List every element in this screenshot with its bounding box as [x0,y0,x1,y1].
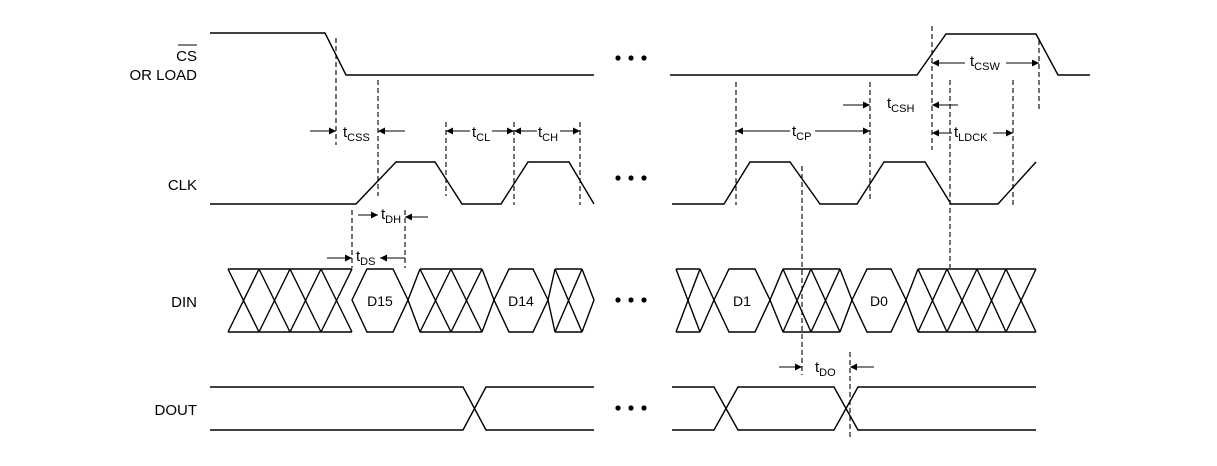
t-csh-label: tCSH [887,95,914,115]
ellipsis-din [615,297,647,303]
t-do-label: tDO [815,359,836,379]
clk-waveform-left [210,161,595,205]
dout-waveform-left [210,386,594,431]
din-d1-label: D1 [733,293,751,309]
ellipsis-cs [615,55,647,61]
t-cl-label: tCL [472,124,490,144]
t-dh-label: tDH [381,206,401,226]
reference-lines [335,26,1040,440]
din-d15-label: D15 [367,293,393,309]
cs-waveform-left [210,32,594,76]
t-dh-arrows [358,211,428,221]
cs-bar-label: CS [176,48,197,65]
ellipsis-clk [615,175,647,181]
t-ldck-label: tLDCK [954,124,988,144]
clk-waveform-right [672,161,1037,205]
din-label: DIN [171,294,197,311]
clk-label: CLK [168,177,197,194]
t-ch-label: tCH [538,124,558,144]
din-d14-label: D14 [508,293,534,309]
cs-load-label: OR LOAD [129,67,197,84]
t-css-label: tCSS [343,124,370,144]
din-bus-right [675,268,1037,333]
dout-waveform-right [672,386,1036,431]
cs-waveform-right [670,33,1090,76]
din-bus-left [227,268,595,333]
ellipsis-dout [615,405,647,411]
din-d0-label: D0 [870,293,888,309]
t-cp-label: tCP [792,123,811,143]
dout-label: DOUT [155,402,198,419]
t-ds-label: tDS [356,248,375,268]
t-csw-label: tCSW [970,53,1000,73]
